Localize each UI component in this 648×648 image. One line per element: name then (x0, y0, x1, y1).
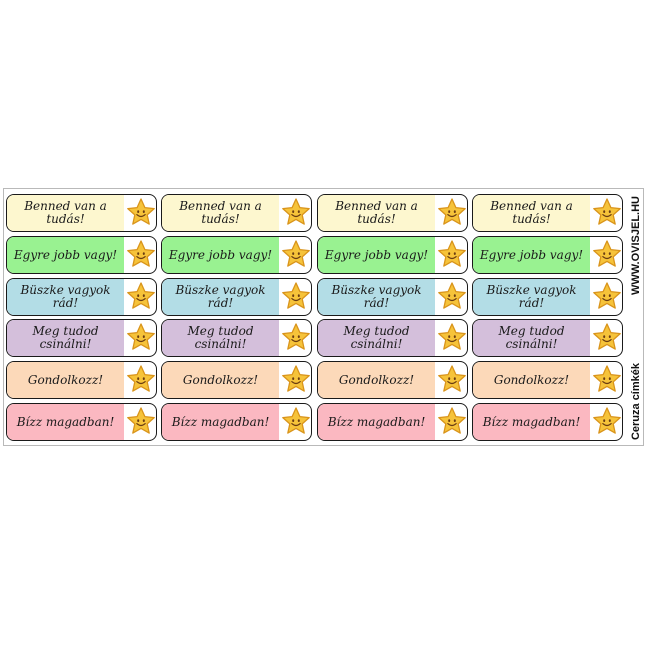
label-text: Gondolkozz! (318, 362, 435, 398)
star-smiley-icon (126, 406, 156, 438)
label-text: Büszke vagyok rád! (473, 279, 590, 315)
label-text: Meg tudod csinálni! (473, 320, 590, 356)
pencil-label: Büszke vagyok rád! (6, 278, 157, 316)
pencil-label: Bízz magadban! (161, 403, 312, 441)
label-text: Bízz magadban! (162, 404, 279, 440)
star-smiley-icon (126, 197, 156, 229)
pencil-label: Meg tudod csinálni! (161, 319, 312, 357)
pencil-label: Egyre jobb vagy! (317, 236, 468, 274)
star-smiley-icon (592, 281, 622, 313)
sheet-caption: Ceruza címkék (630, 362, 642, 440)
star-smiley-icon (592, 406, 622, 438)
star-smiley-icon (437, 239, 467, 271)
star-smiley-icon (281, 406, 311, 438)
pencil-label: Benned van a tudás! (317, 194, 468, 232)
label-text: Egyre jobb vagy! (7, 237, 124, 273)
star-smiley-icon (281, 322, 311, 354)
label-text: Büszke vagyok rád! (318, 279, 435, 315)
star-smiley-icon (592, 364, 622, 396)
pencil-label: Büszke vagyok rád! (317, 278, 468, 316)
pencil-label: Meg tudod csinálni! (6, 319, 157, 357)
pencil-label: Gondolkozz! (472, 361, 623, 399)
pencil-label: Gondolkozz! (6, 361, 157, 399)
star-smiley-icon (126, 281, 156, 313)
pencil-label: Bízz magadban! (6, 403, 157, 441)
star-smiley-icon (281, 239, 311, 271)
label-text: Benned van a tudás! (318, 195, 435, 231)
star-smiley-icon (592, 239, 622, 271)
star-smiley-icon (437, 364, 467, 396)
label-text: Egyre jobb vagy! (162, 237, 279, 273)
site-url: WWW.OVISJEL.HU (630, 196, 642, 295)
star-smiley-icon (437, 406, 467, 438)
pencil-label: Egyre jobb vagy! (161, 236, 312, 274)
label-text: Bízz magadban! (473, 404, 590, 440)
star-smiley-icon (126, 239, 156, 271)
label-text: Bízz magadban! (7, 404, 124, 440)
pencil-label: Egyre jobb vagy! (472, 236, 623, 274)
label-text: Benned van a tudás! (7, 195, 124, 231)
star-smiley-icon (126, 364, 156, 396)
pencil-label: Meg tudod csinálni! (472, 319, 623, 357)
pencil-label: Benned van a tudás! (472, 194, 623, 232)
label-text: Gondolkozz! (7, 362, 124, 398)
star-smiley-icon (437, 197, 467, 229)
label-text: Egyre jobb vagy! (318, 237, 435, 273)
pencil-label: Meg tudod csinálni! (317, 319, 468, 357)
label-text: Bízz magadban! (318, 404, 435, 440)
label-text: Benned van a tudás! (162, 195, 279, 231)
star-smiley-icon (437, 322, 467, 354)
side-captions: WWW.OVISJEL.HU Ceruza címkék (628, 196, 644, 440)
pencil-label: Bízz magadban! (472, 403, 623, 441)
pencil-label: Benned van a tudás! (6, 194, 157, 232)
star-smiley-icon (281, 197, 311, 229)
star-smiley-icon (126, 322, 156, 354)
pencil-label: Büszke vagyok rád! (161, 278, 312, 316)
label-text: Meg tudod csinálni! (162, 320, 279, 356)
label-text: Büszke vagyok rád! (162, 279, 279, 315)
label-text: Gondolkozz! (473, 362, 590, 398)
label-text: Meg tudod csinálni! (7, 320, 124, 356)
star-smiley-icon (592, 197, 622, 229)
star-smiley-icon (281, 364, 311, 396)
star-smiley-icon (437, 281, 467, 313)
pencil-label: Gondolkozz! (317, 361, 468, 399)
pencil-label: Büszke vagyok rád! (472, 278, 623, 316)
pencil-label: Egyre jobb vagy! (6, 236, 157, 274)
pencil-label: Gondolkozz! (161, 361, 312, 399)
star-smiley-icon (281, 281, 311, 313)
label-text: Benned van a tudás! (473, 195, 590, 231)
star-smiley-icon (592, 322, 622, 354)
label-text: Büszke vagyok rád! (7, 279, 124, 315)
label-text: Egyre jobb vagy! (473, 237, 590, 273)
label-text: Meg tudod csinálni! (318, 320, 435, 356)
pencil-label: Benned van a tudás! (161, 194, 312, 232)
label-text: Gondolkozz! (162, 362, 279, 398)
pencil-label: Bízz magadban! (317, 403, 468, 441)
